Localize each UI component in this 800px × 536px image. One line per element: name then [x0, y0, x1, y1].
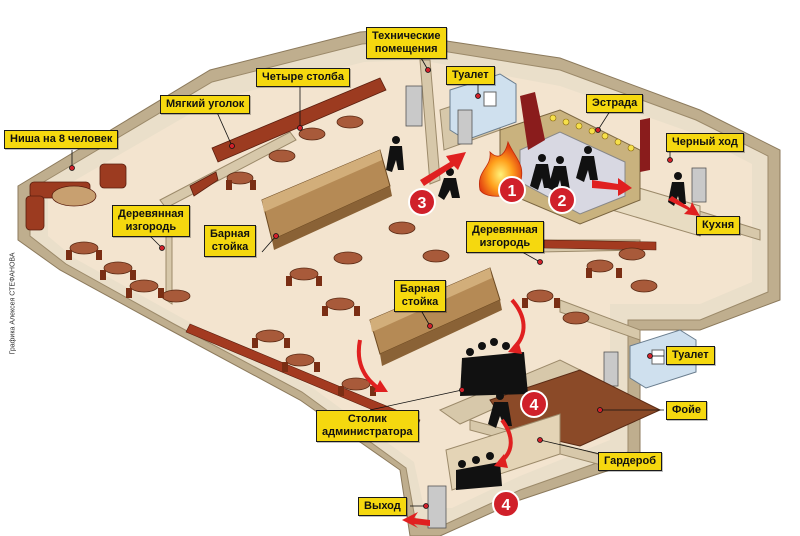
dining-tables	[69, 115, 658, 391]
niche-sofas	[25, 163, 127, 231]
bar-counter-top	[261, 149, 392, 250]
label-niche: Ниша на 8 человек	[4, 130, 119, 149]
marker-3: 3	[408, 188, 436, 216]
marker-1: 1	[498, 176, 526, 204]
marker-2-number: 2	[558, 193, 567, 210]
marker-2: 2	[548, 186, 576, 214]
label-stage: Эстрада	[586, 94, 644, 113]
label-wooden-fence-right: Деревянная изгородь	[466, 221, 544, 253]
stage-platform	[499, 92, 650, 225]
label-bar-counter-top: Барная стойка	[204, 225, 256, 257]
label-foyer: Фойе	[666, 401, 707, 420]
label-four-pillars: Четыре столба	[256, 68, 350, 87]
dining-chairs	[66, 180, 622, 396]
marker-3-number: 3	[418, 195, 427, 212]
label-toilet-right: Туалет	[666, 346, 715, 365]
label-tech-rooms: Технические помещения	[366, 27, 447, 59]
people-silhouettes	[386, 136, 686, 490]
label-kitchen: Кухня	[696, 216, 741, 235]
evacuation-arrows	[356, 152, 700, 528]
label-toilet-top: Туалет	[446, 66, 495, 85]
marker-4-exit-number: 4	[502, 497, 511, 514]
label-wooden-fence-left: Деревянная изгородь	[112, 205, 190, 237]
soft-corner-sofas	[189, 77, 387, 197]
label-soft-corner: Мягкий уголок	[160, 95, 251, 114]
label-leaders	[69, 55, 703, 509]
label-bar-counter-mid: Барная стойка	[394, 280, 446, 312]
marker-4-foyer: 4	[520, 390, 548, 418]
marker-4-foyer-number: 4	[530, 397, 539, 414]
graphic-credit: Графика Алексея СТЕФАНОВА	[9, 252, 17, 355]
toilet-right-room	[629, 329, 697, 389]
marker-1-number: 1	[508, 183, 517, 200]
label-back-exit: Черный ход	[666, 133, 744, 152]
label-exit: Выход	[358, 497, 407, 516]
label-cloakroom: Гардероб	[598, 452, 662, 471]
marker-4-exit: 4	[492, 490, 520, 518]
doors	[405, 85, 707, 529]
label-admin-table: Столик администратора	[316, 410, 419, 442]
